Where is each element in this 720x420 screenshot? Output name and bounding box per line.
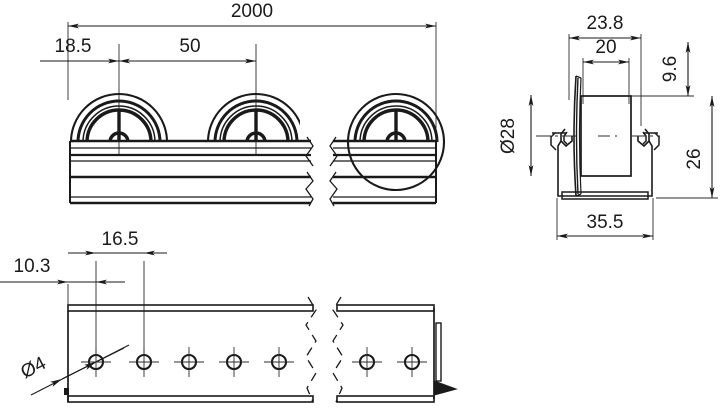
- rail-profile-left-segment: [69, 139, 311, 205]
- mounting-holes-left: [81, 347, 294, 377]
- dimension-label-first-wheel-offset: 18.5: [55, 36, 92, 57]
- dimension-rail-height: 26: [656, 96, 718, 199]
- plate-right-segment: [336, 304, 458, 403]
- dimension-overall-length: 2000: [67, 1, 437, 196]
- wheel-outer-circle: [70, 92, 169, 142]
- wheel-spoke: [392, 140, 396, 142]
- wheel-flange-tip: [575, 75, 582, 79]
- mounting-hole: [81, 347, 111, 377]
- wheel-hub-rect: [580, 95, 632, 177]
- mounting-hole: [174, 347, 204, 377]
- dimension-hole-diameter: Ø4: [17, 344, 130, 396]
- wheel-spoke: [119, 140, 123, 142]
- mounting-holes-right: [352, 347, 427, 377]
- leader-arrow-to-hole: [50, 361, 97, 387]
- wheel-tread-circle: [213, 99, 299, 142]
- wheel-tread-circle: [353, 99, 439, 142]
- break-line-left: [305, 136, 314, 207]
- mounting-hole: [264, 347, 294, 377]
- wheel-spoke: [396, 140, 400, 142]
- wheel-tread-circle: [76, 99, 162, 142]
- wheel-spoke: [252, 140, 256, 142]
- wheel-flange-inner: [575, 77, 579, 195]
- dimension-label-rail-width: 35.5: [587, 212, 624, 233]
- wheel-flange-tip: [575, 193, 582, 197]
- leader-arrow-away: [84, 347, 125, 370]
- dimension-label-hole-pitch: 16.5: [102, 229, 139, 250]
- rail-bottom-plate: [561, 191, 649, 200]
- roller-wheel-end: [346, 92, 446, 192]
- plate-left-tab: [64, 388, 69, 395]
- wheel-spoke: [115, 140, 119, 142]
- plan-view: 16.5 10.3 Ø4: [0, 229, 458, 403]
- plate-end-tab: [433, 380, 458, 396]
- plate-right-flange: [435, 322, 442, 382]
- dimension-wheel-pitch: 50: [119, 36, 257, 156]
- dimension-top-height: 9.6: [596, 42, 694, 97]
- wheel-inner-circle: [219, 105, 293, 142]
- dimension-wheel-diameter: Ø28: [498, 95, 534, 176]
- dimension-rail-width: 35.5: [556, 198, 654, 240]
- roller-wheel: [206, 92, 300, 142]
- mounting-hole: [219, 347, 249, 377]
- mounting-hole: [352, 347, 382, 377]
- break-line-right: [329, 136, 338, 207]
- plate-left-segment: [64, 304, 314, 403]
- wheel-inner-circle: [359, 105, 433, 142]
- wheel-section-body: [573, 75, 632, 197]
- wheel-outer-circle: [346, 92, 446, 192]
- mounting-hole: [397, 347, 427, 377]
- plate-bottom-lip: [336, 395, 435, 403]
- dimension-label-rail-height: 26: [684, 148, 705, 169]
- mounting-hole: [129, 347, 159, 377]
- roller-wheel: [70, 92, 169, 142]
- front-view: 2000 18.5 50: [40, 1, 446, 207]
- dimension-label-wheel-diameter: Ø28: [498, 118, 519, 154]
- dimension-hole-pitch: 16.5: [68, 229, 167, 355]
- dimension-label-edge-to-first-hole: 10.3: [14, 256, 51, 277]
- wheel-inner-circle: [82, 105, 156, 142]
- plate-top-lip: [336, 304, 435, 312]
- wheel-flange-line: [578, 77, 582, 195]
- dimension-label-hub-width: 20: [595, 37, 616, 58]
- plate-bottom-lip: [67, 395, 314, 403]
- dimension-label-hole-diameter: Ø4: [17, 353, 50, 383]
- break-line-left: [305, 296, 317, 403]
- plate-top-lip: [67, 304, 314, 312]
- rail-channel-section: [557, 128, 653, 200]
- dimension-label-wheel-pitch: 50: [179, 36, 200, 57]
- wheel-spoke: [256, 140, 260, 142]
- dimension-label-top-height: 9.6: [660, 56, 681, 82]
- dimension-flange-width: 23.8: [568, 13, 642, 126]
- wheel-outer-circle: [206, 92, 300, 142]
- dimension-hub-width: 20: [582, 37, 630, 104]
- rail-hook-detail: [550, 131, 660, 151]
- dimension-label-overall-length: 2000: [231, 1, 273, 22]
- dimension-label-flange-width: 23.8: [587, 13, 624, 34]
- section-view: 23.8 20 9.6 Ø28: [498, 13, 718, 240]
- rail-outer-wall: [557, 140, 653, 197]
- break-line-right: [332, 296, 344, 403]
